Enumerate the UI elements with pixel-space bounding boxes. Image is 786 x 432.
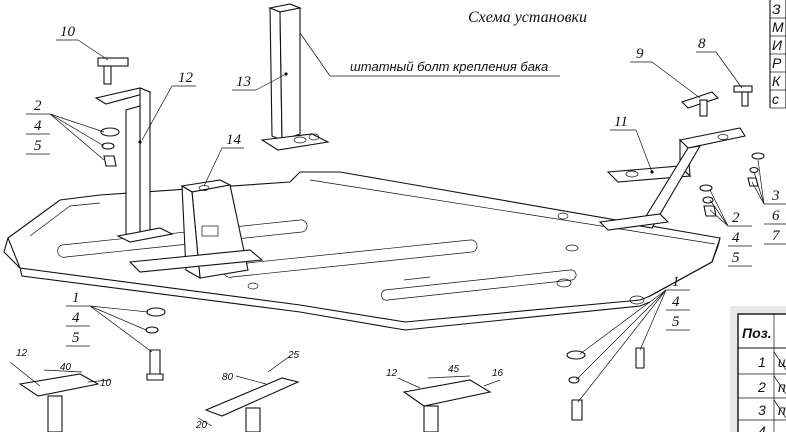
label-pos-14: 14 [226,132,242,148]
table-cell-name: ш [778,354,786,370]
label-pos-3: 3 [771,188,780,204]
bracket-12 [94,87,174,243]
table-cell-pos: 1 [758,354,766,370]
label-pos-8: 8 [698,36,706,52]
label-pos-5: 5 [34,138,42,154]
diagram-title: Схема установки [468,9,587,26]
dim-label: 12 [386,368,398,379]
label-pos-10: 10 [60,24,76,40]
detail-view-3: 12 45 16 [386,364,504,432]
skid-plate [3,171,721,331]
table-header-pos: Поз. [742,325,772,341]
label-pos-13: 13 [236,74,251,90]
label-pos-1: 1 [72,290,80,306]
part-9-bolt [699,99,708,117]
plate-hole [247,282,259,290]
detail-view-2: 80 25 20 [195,350,300,432]
bolt-note: штатный болт крепления бака [350,59,548,74]
label-pos-4: 4 [672,294,680,310]
label-pos-7: 7 [772,228,781,244]
label-pos-9: 9 [636,46,644,62]
dim-label: 80 [222,372,234,383]
top-table-row: М [772,19,784,35]
plate-hole [565,244,579,252]
dim-label: 40 [60,362,72,373]
bracket-11 [598,127,746,231]
label-pos-5: 5 [72,330,80,346]
label-pos-5: 5 [672,314,680,330]
dim-label: 16 [492,368,504,379]
label-pos-4: 4 [34,118,42,134]
table-cell-name: п [778,379,786,395]
label-pos-4: 4 [72,310,80,326]
label-pos-5: 5 [732,250,740,266]
part-8-bolt [741,91,749,107]
part-8-plate [733,85,753,93]
note-leader [297,29,331,77]
plate-hole [556,278,572,288]
bottom-parts-table: Поз. 1 ш 2 п 3 п 4 [730,306,786,432]
bracket-14 [128,179,264,280]
plate-hole [629,295,645,305]
table-cell-pos: 2 [757,379,766,395]
table-cell-pos: 4 [758,423,766,432]
dim-label: 12 [16,348,28,359]
slot [57,219,308,258]
top-table-row: с [772,91,779,107]
dim-label: 45 [448,364,460,375]
top-table-row: Р [772,55,782,71]
top-table-row: К [772,73,781,89]
top-spec-table: З М И Р К с [769,0,786,109]
leader-lines [26,39,786,403]
label-pos-2: 2 [34,98,42,114]
table-cell-pos: 3 [758,402,766,418]
top-table-row: З [772,1,781,17]
nut [557,212,569,220]
slot [380,269,577,301]
dim-label: 10 [100,378,112,389]
hardware-parts [97,57,765,421]
dim-label: 25 [287,350,300,361]
dim-label: 20 [195,420,208,431]
label-pos-1: 1 [672,274,680,290]
label-pos-11: 11 [614,114,628,130]
label-pos-2: 2 [732,210,740,226]
position-labels: 10 12 13 14 11 9 8 2 4 5 1 4 5 2 4 5 3 6… [34,24,781,346]
detail-view-1: 12 40 10 [9,348,112,432]
label-pos-4: 4 [732,230,740,246]
part-10-plate [97,57,129,67]
bracket-13 [260,3,330,151]
label-pos-12: 12 [178,70,194,86]
table-cell-name: п [778,402,786,418]
label-pos-6: 6 [772,208,780,224]
top-table-row: И [772,37,783,53]
part-10-bolt [103,65,112,85]
